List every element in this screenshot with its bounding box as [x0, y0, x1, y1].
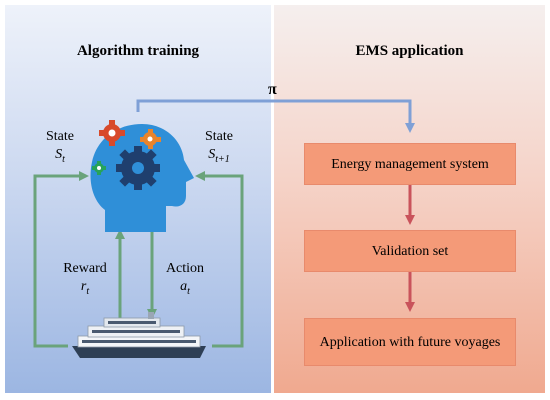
- state-left-symbol: St: [55, 147, 65, 165]
- state-right-label: State St+1: [196, 128, 242, 169]
- policy-label: π: [268, 81, 277, 98]
- gear-icon: [140, 129, 161, 149]
- state-left-text: State: [46, 129, 74, 144]
- validation-set-box: Validation set: [304, 230, 516, 272]
- application-future-voyages-box: Application with future voyages: [304, 318, 516, 366]
- state-right-text: State: [205, 129, 233, 144]
- state-right-symbol: St+1: [208, 147, 230, 165]
- reward-symbol: rt: [80, 279, 90, 297]
- state-right-arrow: [195, 171, 244, 348]
- reward-text: Reward: [63, 261, 107, 276]
- action-text: Action: [165, 261, 205, 276]
- energy-management-system-box: Energy management system: [304, 143, 516, 185]
- action-symbol: at: [180, 279, 190, 297]
- state-left-label: State St: [40, 128, 80, 169]
- state-left-arrow: [33, 171, 89, 348]
- reward-label: Reward rt: [60, 260, 110, 301]
- ship-icon: [72, 312, 206, 358]
- left-panel-title: Algorithm training: [76, 43, 200, 59]
- right-panel-title: EMS application: [355, 43, 464, 59]
- gear-icon: [99, 120, 125, 146]
- policy-arrow: [136, 99, 415, 133]
- gear-icon: [116, 146, 160, 190]
- action-label: Action at: [160, 260, 210, 301]
- gear-icon: [92, 161, 106, 175]
